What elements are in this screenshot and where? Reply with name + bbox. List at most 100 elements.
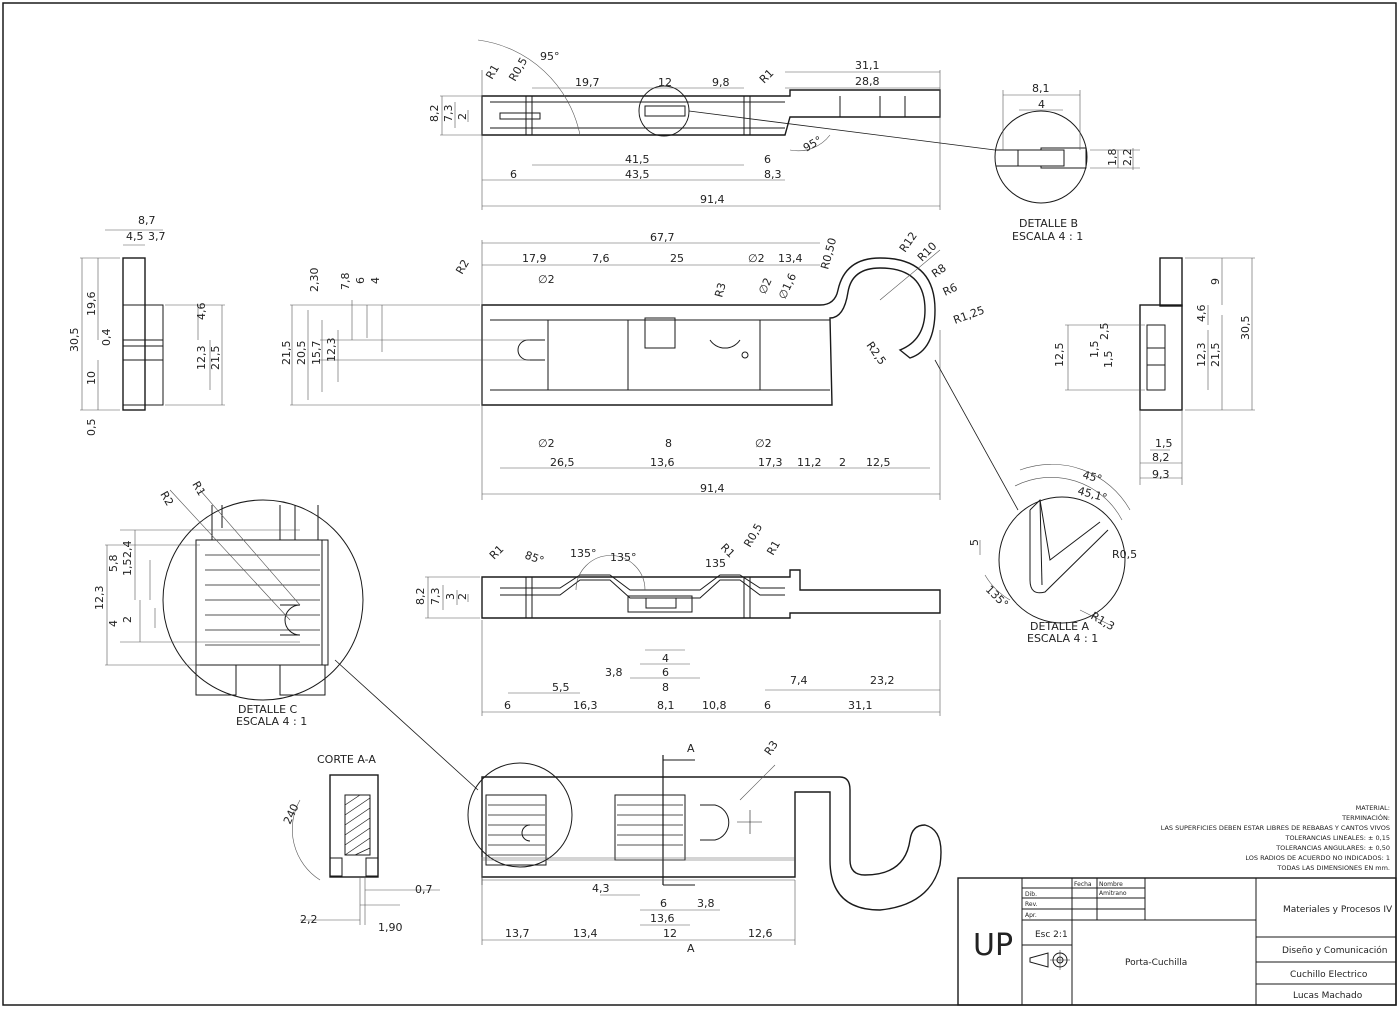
left-dim-45: 4,5	[126, 230, 144, 243]
front-dim-d2e: ∅2	[755, 437, 772, 450]
front-dim-78: 7,8	[339, 273, 352, 291]
front-dim-157: 15,7	[310, 341, 323, 366]
front-dim-r8: R8	[929, 261, 948, 280]
right-dim-215: 21,5	[1209, 343, 1222, 368]
detail-a-leader	[934, 359, 1019, 511]
lower-dim-38: 3,8	[697, 897, 715, 910]
note-tol-lineales: TOLERANCIAS LINEALES: ± 0,15	[1284, 834, 1390, 842]
right-dim-9: 9	[1209, 278, 1222, 285]
bottom-dim-6a: 6	[504, 699, 511, 712]
bottom-dim-8: 8	[662, 681, 669, 694]
front-dim-d2a: ∅2	[538, 273, 555, 286]
detail-c-dim-2: 2	[121, 616, 134, 623]
bottom-dim-55: 5,5	[552, 681, 570, 694]
front-dim-125: 12,5	[866, 456, 891, 469]
section-aa-dim-190: 1,90	[378, 921, 403, 934]
section-aa-dim-240: 240	[281, 802, 302, 827]
bottom-dim-74: 7,4	[790, 674, 808, 687]
left-dim-196: 19,6	[85, 292, 98, 317]
detail-b-leader	[688, 110, 996, 151]
detail-c-dim-24: 2,4	[121, 541, 134, 559]
detail-b-dim-4: 4	[1038, 98, 1045, 111]
front-dim-265: 26,5	[550, 456, 575, 469]
detail-a-dim-451: 45,1°	[1076, 484, 1108, 504]
detail-c-dim-123: 12,3	[93, 586, 106, 611]
lower-cut-label-bottom: A	[687, 942, 695, 955]
title-header-nombre: Nombre	[1099, 881, 1123, 888]
front-dim-4: 4	[369, 277, 382, 284]
top-dim-311: 31,1	[855, 59, 880, 72]
title-row-rev: Rev.	[1025, 901, 1038, 908]
detail-a: 45° 45,1° 5 R0,5 135° R1,3 DETALLE A ESC…	[968, 463, 1137, 645]
top-dim-6a: 6	[510, 168, 517, 181]
bottom-dim-6: 6	[662, 666, 669, 679]
front-dim-r6: R6	[941, 281, 960, 299]
left-dim-37: 3,7	[148, 230, 166, 243]
detail-c: R2 R1 12,3 5,8 1,5 2,4 4 2 DETALLE C ESC…	[93, 479, 364, 728]
front-dim-134: 13,4	[778, 252, 803, 265]
bottom-dim-135a: 135°	[570, 547, 597, 560]
bottom-dim-311: 31,1	[848, 699, 873, 712]
lower-cut-label-top: A	[687, 742, 695, 755]
bottom-dim-6b: 6	[764, 699, 771, 712]
detail-a-dim-5: 5	[968, 539, 981, 546]
detail-c-scale: ESCALA 4 : 1	[236, 715, 307, 728]
front-dim-112: 11,2	[797, 456, 822, 469]
lower-view: R3 4,3 6 3,8 13,6 13,7 13,4 12 12,6 A A	[467, 738, 942, 955]
top-dim-95a: 95°	[540, 50, 560, 63]
note-radios: LOS RADIOS DE ACUERDO NO INDICADOS: 1	[1245, 854, 1390, 862]
bottom-dim-3: 3	[444, 593, 457, 600]
detail-a-dim-135: 135°	[983, 583, 1011, 611]
section-aa-title: CORTE A-A	[317, 753, 376, 766]
section-aa: CORTE A-A 240 0,7 1,90 2,2	[281, 753, 440, 934]
left-dim-04: 0,4	[100, 329, 113, 347]
title-author: Lucas Machado	[1293, 991, 1363, 1001]
front-dim-r2: R2	[453, 257, 472, 276]
front-dim-8: 8	[665, 437, 672, 450]
detail-c-dim-15: 1,5	[121, 559, 134, 577]
title-part-name: Porta-Cuchilla	[1125, 958, 1187, 968]
front-dim-r12: R12	[897, 230, 920, 255]
detail-a-title: DETALLE A	[1030, 620, 1090, 633]
top-view: 95° R1 R0,5 19,7 12 9,8 R1 31,1 28,8 8,2…	[428, 39, 941, 210]
top-dim-6b: 6	[764, 153, 771, 166]
detail-b-dim-81: 8,1	[1032, 82, 1050, 95]
detail-b-title: DETALLE B	[1019, 217, 1078, 230]
lower-dim-137: 13,7	[505, 927, 530, 940]
detail-c-dim-r2: R2	[157, 489, 176, 508]
title-block: UP Fecha Nombre Dib. Rev. Apr. Amitrano …	[957, 877, 1397, 1006]
section-aa-dim-22: 2,2	[300, 913, 318, 926]
top-dim-83: 8,3	[764, 168, 782, 181]
right-dim-15c: 1,5	[1155, 437, 1173, 450]
bottom-dim-4: 4	[662, 652, 669, 665]
left-dim-215: 21,5	[209, 346, 222, 371]
bottom-dim-r05: R0,5	[741, 521, 765, 549]
bottom-dim-108: 10,8	[702, 699, 727, 712]
note-dimensiones: TODAS LAS DIMENSIONES EN mm.	[1276, 864, 1390, 872]
detail-a-scale: ESCALA 4 : 1	[1027, 632, 1098, 645]
detail-c-dim-4: 4	[107, 620, 120, 627]
front-dim-123: 12,3	[325, 338, 338, 363]
front-dim-r10: R10	[915, 240, 939, 264]
section-aa-dim-07: 0,7	[415, 883, 433, 896]
title-career: Diseño y Comunicación	[1282, 945, 1388, 956]
front-dim-677: 67,7	[650, 231, 675, 244]
bottom-dim-2: 2	[456, 593, 469, 600]
detail-b-dim-22: 2,2	[1121, 149, 1134, 167]
front-dim-2: 2	[839, 456, 846, 469]
right-dim-305: 30,5	[1239, 316, 1252, 341]
front-dim-76: 7,6	[592, 252, 610, 265]
front-view: 67,7 17,9 7,6 25 13,4 R0,50 R2 ∅2 ∅2 R3 …	[280, 230, 986, 500]
note-tol-angulares: TOLERANCIAS ANGULARES: ± 0,50	[1275, 844, 1390, 852]
bottom-dim-163: 16,3	[573, 699, 598, 712]
detail-a-dim-r05: R0,5	[1112, 548, 1137, 561]
bottom-dim-81: 8,1	[657, 699, 675, 712]
lower-dim-126: 12,6	[748, 927, 773, 940]
top-dim-r1a: R1	[483, 62, 502, 81]
title-course: Materiales y Procesos IV	[1283, 905, 1393, 915]
detail-a-dim-45: 45°	[1081, 468, 1103, 486]
top-dim-r05: R0,5	[506, 55, 530, 83]
top-dim-12: 12	[658, 76, 672, 89]
left-dim-46: 4,6	[195, 303, 208, 321]
